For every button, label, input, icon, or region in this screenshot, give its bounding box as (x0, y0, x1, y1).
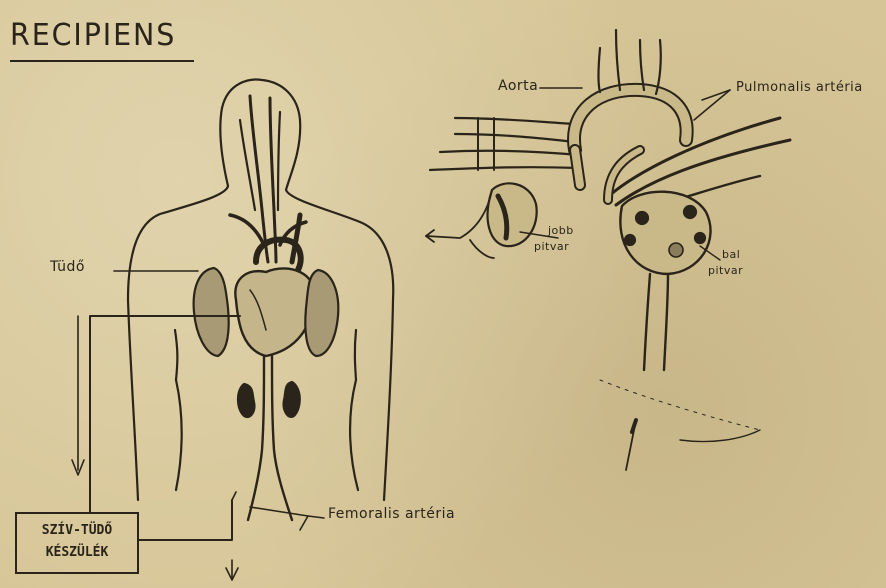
lung-label: Tüdő (50, 259, 85, 275)
heart-lung-machine-box: SZÍV-TÜDŐ KÉSZÜLÉK (15, 512, 139, 574)
right-lung (305, 270, 338, 356)
title-underline (10, 60, 194, 62)
femoral-artery-label: Femoralis artéria (328, 506, 455, 522)
device-label-line2: KÉSZÜLÉK (17, 542, 137, 564)
pulmonary-artery-label: Pulmonalis artéria (736, 80, 863, 95)
right-atrium (488, 183, 537, 246)
device-label-line1: SZÍV-TÜDŐ (17, 520, 137, 542)
right-kidney (284, 382, 300, 417)
left-kidney (238, 384, 254, 417)
diagram-title: RECIPIENS (10, 18, 176, 53)
left-atrium-label-line2: pitvar (708, 264, 743, 277)
right-atrium-label-line1: jobb (548, 224, 574, 237)
left-lung (194, 268, 229, 356)
left-atrium-label-line1: bal (722, 248, 740, 261)
heart (235, 268, 314, 356)
right-atrium-label-line2: pitvar (534, 240, 569, 253)
aorta-label: Aorta (498, 78, 538, 94)
tube-from-device (139, 500, 232, 540)
